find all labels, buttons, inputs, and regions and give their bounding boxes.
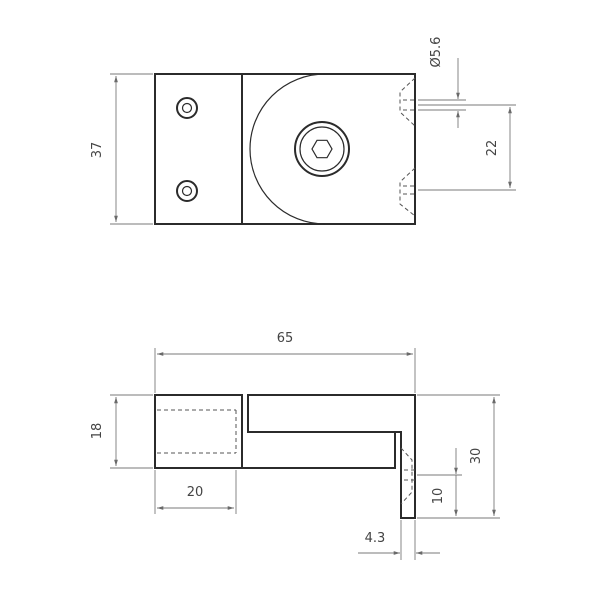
dimension-30-label: 30: [469, 448, 484, 465]
dimension-4-3-label: 4.3: [365, 531, 386, 546]
hidden-countersink-bottom: [399, 167, 416, 217]
hidden-countersink-foot: [400, 447, 415, 505]
socket-head-screw: [294, 121, 350, 177]
front-left-block: [154, 394, 243, 469]
top-view-d-pocket: [249, 73, 326, 225]
top-view-outline: [154, 73, 416, 225]
hidden-countersink-top: [399, 77, 416, 127]
dimension-18: 18: [90, 394, 153, 469]
dimension-hole-diameter: Ø5.6: [418, 37, 466, 128]
dimension-22: 22: [418, 104, 516, 191]
dimension-4-3: 4.3: [358, 520, 440, 560]
hidden-bore: [157, 409, 237, 454]
front-hook-lower-arm: [242, 432, 396, 469]
dimension-22-label: 22: [485, 140, 500, 157]
dimension-hole-diameter-label: Ø5.6: [429, 37, 444, 68]
dimension-20: 20: [154, 470, 237, 514]
left-screw-hole-bottom: [176, 180, 198, 202]
dimension-65-label: 65: [277, 331, 294, 346]
hex-socket-icon: [311, 139, 333, 159]
dimension-37: 37: [90, 73, 153, 225]
front-hook-profile: [247, 394, 416, 519]
dimension-10-label: 10: [431, 488, 446, 505]
dimension-18-label: 18: [90, 423, 105, 440]
left-screw-hole-top: [176, 97, 198, 119]
front-view: 65 18 30 10 20: [90, 331, 500, 560]
dimension-37-label: 37: [90, 142, 105, 159]
dimension-30: 30: [417, 394, 500, 519]
dimension-10: 10: [417, 448, 462, 519]
dimension-20-label: 20: [187, 485, 204, 500]
dimension-65: 65: [154, 331, 416, 393]
top-view: 37 Ø5.6 22: [90, 37, 516, 225]
